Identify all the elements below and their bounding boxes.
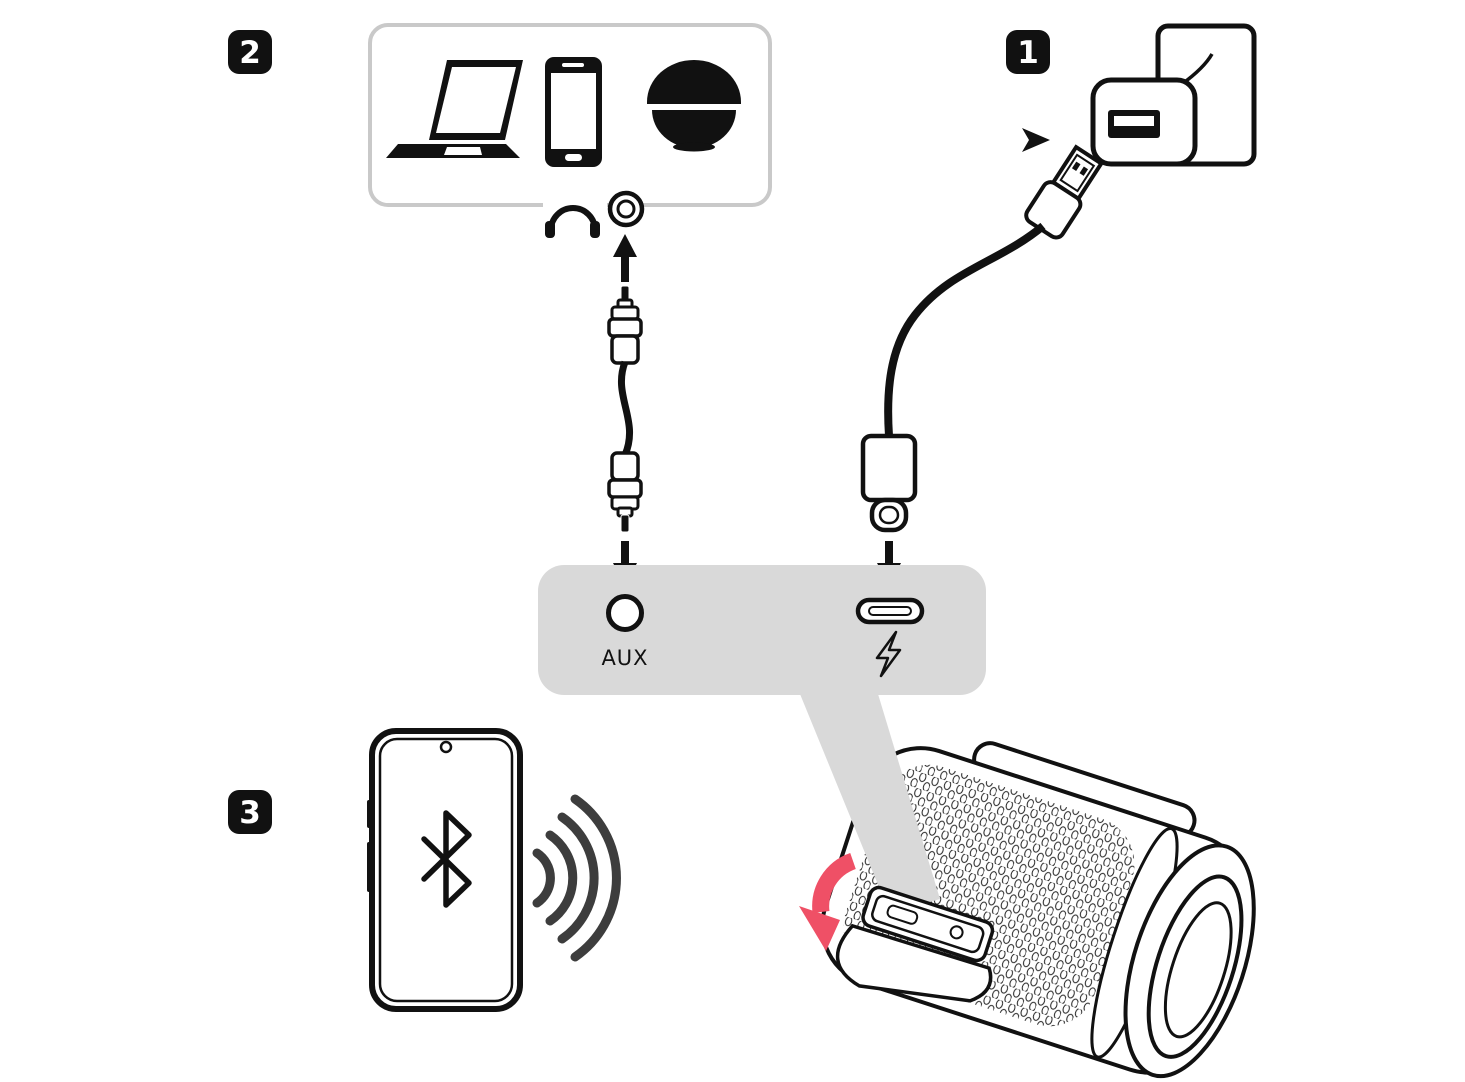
step2-badge: 2	[228, 30, 272, 74]
ports-panel-background	[538, 565, 986, 695]
phone-notch	[439, 740, 453, 754]
usb-c-port-icon	[855, 597, 925, 625]
insert-arrow-icon	[1022, 128, 1050, 152]
border-mask	[543, 199, 607, 211]
ports-panel: AUX	[538, 565, 986, 695]
step1-number: 1	[1017, 35, 1039, 71]
open-flap	[835, 923, 993, 1003]
step1-badge: 1	[1006, 30, 1050, 74]
aux-port-label: AUX	[601, 646, 648, 670]
phone-screen	[378, 737, 514, 1003]
pairing-phone	[367, 728, 523, 1012]
charging-cable	[884, 222, 1046, 437]
aux-cable	[607, 285, 643, 533]
step2-section: 2	[228, 23, 772, 586]
smartphone-icon	[545, 57, 602, 167]
headphones-icon	[545, 205, 600, 238]
step3-number: 3	[239, 795, 261, 831]
usb-c-connector-icon	[860, 433, 918, 533]
audio-jack-ring-icon	[607, 190, 645, 228]
step3-badge: 3	[228, 790, 272, 834]
speaker-driver	[1163, 901, 1233, 1039]
port-compartment	[835, 885, 995, 1003]
bluetooth-icon	[421, 810, 472, 908]
panel-callout-wedge	[800, 694, 940, 914]
open-flap-arrow-icon	[799, 852, 857, 951]
step2-number: 2	[239, 35, 261, 71]
usb-a-connector-icon	[1024, 144, 1105, 240]
aux-port-icon	[606, 594, 644, 632]
laptop-icon	[386, 60, 523, 158]
arrow-up-icon	[613, 234, 637, 282]
lightning-icon	[875, 630, 902, 678]
speaker-device-icon	[647, 60, 741, 152]
usb-power-adapter-icon	[1090, 53, 1214, 167]
step1-section: 1	[860, 23, 1257, 586]
wireless-signal-icon	[532, 794, 621, 962]
step3-section: 3	[228, 728, 621, 1012]
